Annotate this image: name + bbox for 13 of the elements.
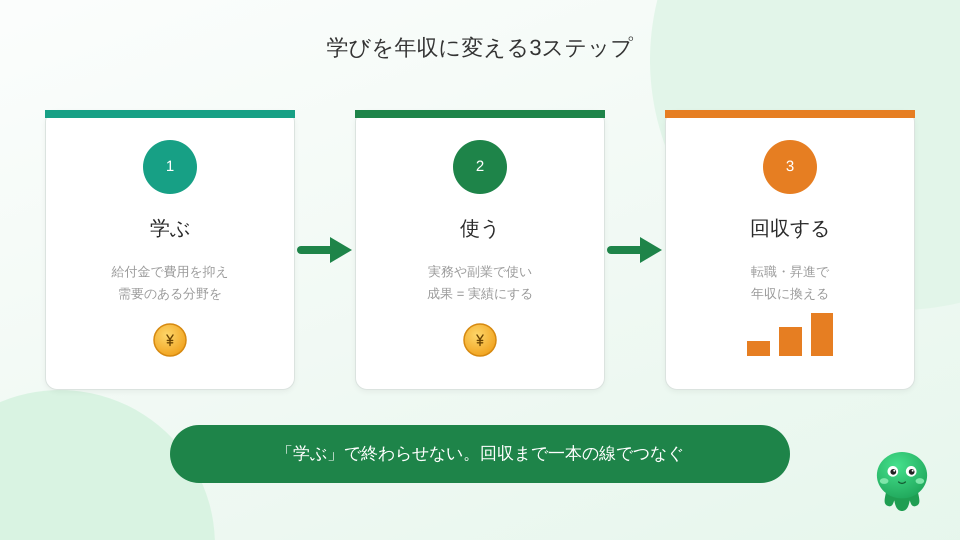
message-banner: 「学ぶ」で終わらせない。回収まで一本の線でつなぐ (170, 425, 790, 483)
step-heading: 使う (460, 217, 500, 242)
step-description: 実務や副業で使い成果 = 実績にする (426, 263, 534, 303)
step-description: 転職・昇進で年収に換える (750, 263, 830, 303)
step-description: 給付金で費用を抑え需要のある分野を (110, 263, 230, 303)
step-heading: 回収する (750, 217, 830, 242)
diagram-title: 学びを年収に変える3ステップ (326, 34, 634, 62)
step-heading: 学ぶ (150, 217, 190, 242)
step-card (665, 110, 915, 390)
step-card (355, 110, 605, 390)
arrow (297, 237, 352, 263)
step-card (45, 110, 295, 390)
arrow (607, 237, 662, 263)
